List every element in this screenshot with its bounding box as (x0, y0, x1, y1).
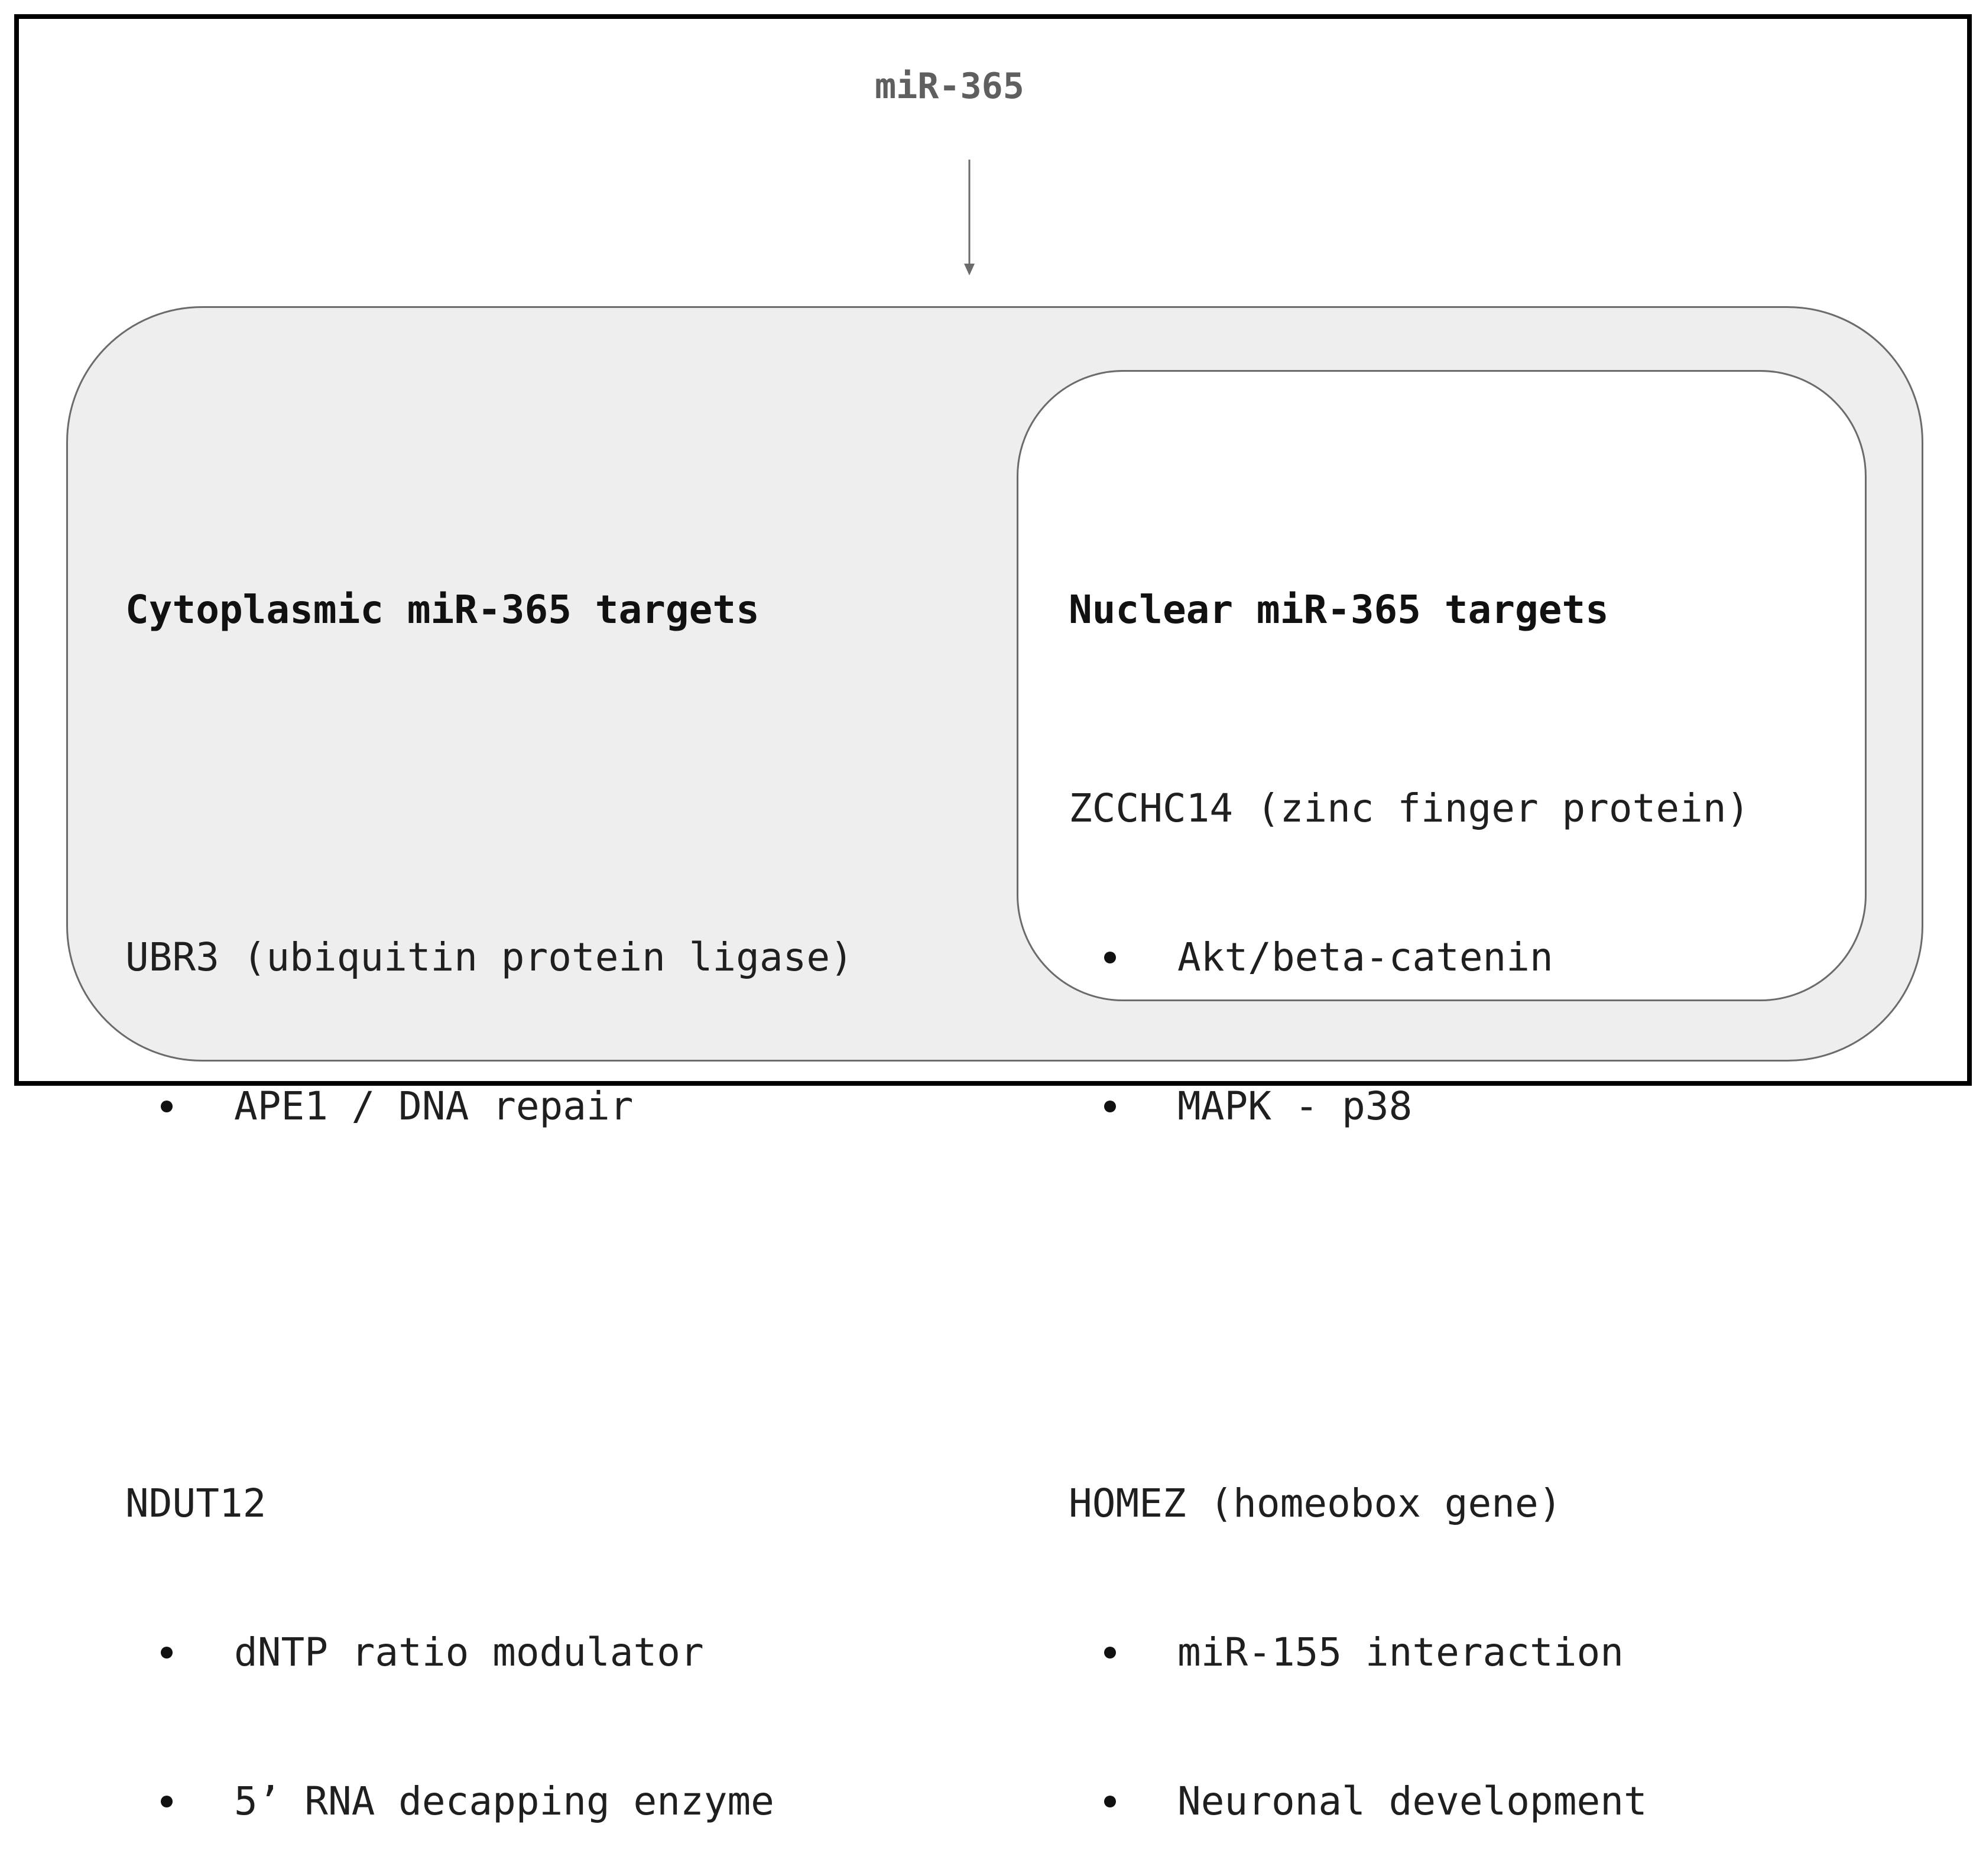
list-item: Akt/beta-catenin (1069, 933, 1750, 982)
down-arrow (964, 160, 975, 275)
cytoplasmic-heading: Cytoplasmic miR-365 targets (125, 587, 760, 632)
list-item-text: Neuronal development (1177, 1778, 1647, 1824)
bullet-icon (1104, 1647, 1116, 1658)
list-item: dNTP ratio modulator (125, 1628, 854, 1677)
gene-ndut12: NDUT12 (125, 1481, 267, 1526)
list-item-text: APE1 / DNA repair (234, 1083, 634, 1129)
list-item-text: Akt/beta-catenin (1177, 934, 1553, 980)
list-item-text: 5’ RNA decapping enzyme (234, 1778, 774, 1824)
cytoplasmic-targets-panel: Cytoplasmic miR-365 targets UBR3 (ubiqui… (125, 486, 854, 1876)
bullet-icon (1104, 1796, 1116, 1807)
list-item: miR-155 interaction (1069, 1628, 1750, 1677)
bullet-icon (1104, 1101, 1116, 1112)
list-item: MAPK - p38 (1069, 1082, 1750, 1131)
spacer (125, 734, 854, 784)
spacer (1069, 1280, 1750, 1330)
nuclear-heading: Nuclear miR-365 targets (1069, 587, 1609, 632)
list-item-text: miR-155 interaction (1177, 1630, 1624, 1675)
list-item: 5’ RNA decapping enzyme (125, 1777, 854, 1826)
list-item-text: MAPK - p38 (1177, 1083, 1413, 1129)
bullet-icon (161, 1101, 173, 1112)
source-mirna-label: miR-365 (875, 66, 1024, 107)
gene-ubr3: UBR3 (ubiquitin protein ligase) (125, 934, 854, 980)
arrow-head (964, 264, 975, 275)
list-item: Neuronal development (1069, 1777, 1750, 1826)
bullet-icon (161, 1796, 173, 1807)
gene-zcchc14: ZCCHC14 (zinc finger protein) (1069, 786, 1750, 831)
gene-homez: HOMEZ (homeobox gene) (1069, 1481, 1562, 1526)
nuclear-targets-panel: Nuclear miR-365 targets ZCCHC14 (zinc fi… (1069, 486, 1750, 1876)
spacer (125, 1280, 854, 1330)
list-item-text: dNTP ratio modulator (234, 1630, 704, 1675)
bullet-icon (1104, 952, 1116, 963)
nucleus-compartment (1017, 370, 1867, 1001)
list-item: APE1 / DNA repair (125, 1082, 854, 1131)
bullet-icon (161, 1647, 173, 1658)
